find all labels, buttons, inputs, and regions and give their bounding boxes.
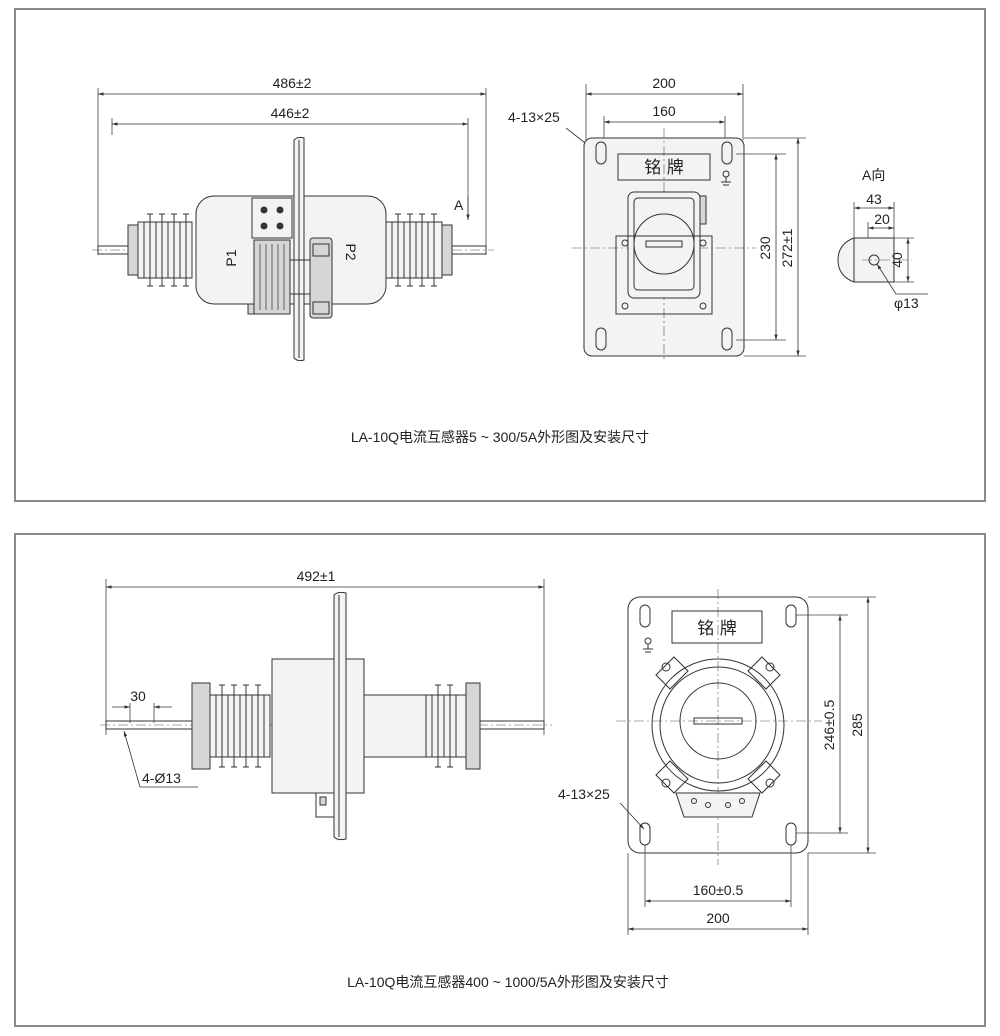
top-a-view: A向 43 20 40 φ13 [837,167,928,311]
dim-492: 492±1 [297,568,336,584]
dim-246: 246±0.5 [821,700,837,751]
bottom-side-view: 492±1 30 [100,568,552,841]
dim-40: 40 [889,252,905,268]
ground-icon-bottom [643,637,653,653]
dim-200-top: 200 [652,75,676,91]
terminal-p2-label: P2 [343,243,359,260]
dim-slots-top: 4-13×25 [508,109,560,125]
dim-486: 486±2 [273,75,312,91]
nameplate-top: 铭 牌 [644,158,683,178]
dim-285: 285 [849,713,865,737]
top-drawing-panel: 486±2 446±2 [14,8,986,502]
dim-30: 30 [130,688,146,704]
dim-phi13: φ13 [894,295,919,311]
dim-slots-bottom: 4-13×25 [558,786,610,802]
bottom-caption: LA-10Q电流互感器400 ~ 1000/5A外形图及安装尺寸 [347,974,669,990]
terminal-p1-label: P1 [223,249,239,266]
dim-43: 43 [866,191,882,207]
top-side-view: 486±2 446±2 [92,75,494,362]
a-view-title: A向 [862,167,885,183]
dim-272-top: 272±1 [779,228,795,267]
view-a-marker: A [454,197,464,213]
top-drawing-svg: 486±2 446±2 [92,75,928,445]
dim-4-holes: 4-Ø13 [142,770,181,786]
bottom-drawing-svg: 492±1 30 [100,568,876,990]
dim-200-bottom: 200 [706,910,730,926]
dim-20: 20 [874,211,890,227]
dim-446: 446±2 [271,105,310,121]
top-caption: LA-10Q电流互感器5 ~ 300/5A外形图及安装尺寸 [351,429,649,445]
dim-160-bottom: 160±0.5 [693,882,744,898]
nameplate-bottom: 铭 牌 [697,619,736,639]
dim-160-top: 160 [652,103,676,119]
bottom-front-view: 铭 牌 4-13×25 [558,589,876,935]
bottom-drawing-panel: 492±1 30 [14,533,986,1027]
top-front-view: 200 160 4-13×25 铭 牌 [508,75,806,362]
dim-230-top: 230 [757,236,773,260]
ground-icon [721,170,731,186]
